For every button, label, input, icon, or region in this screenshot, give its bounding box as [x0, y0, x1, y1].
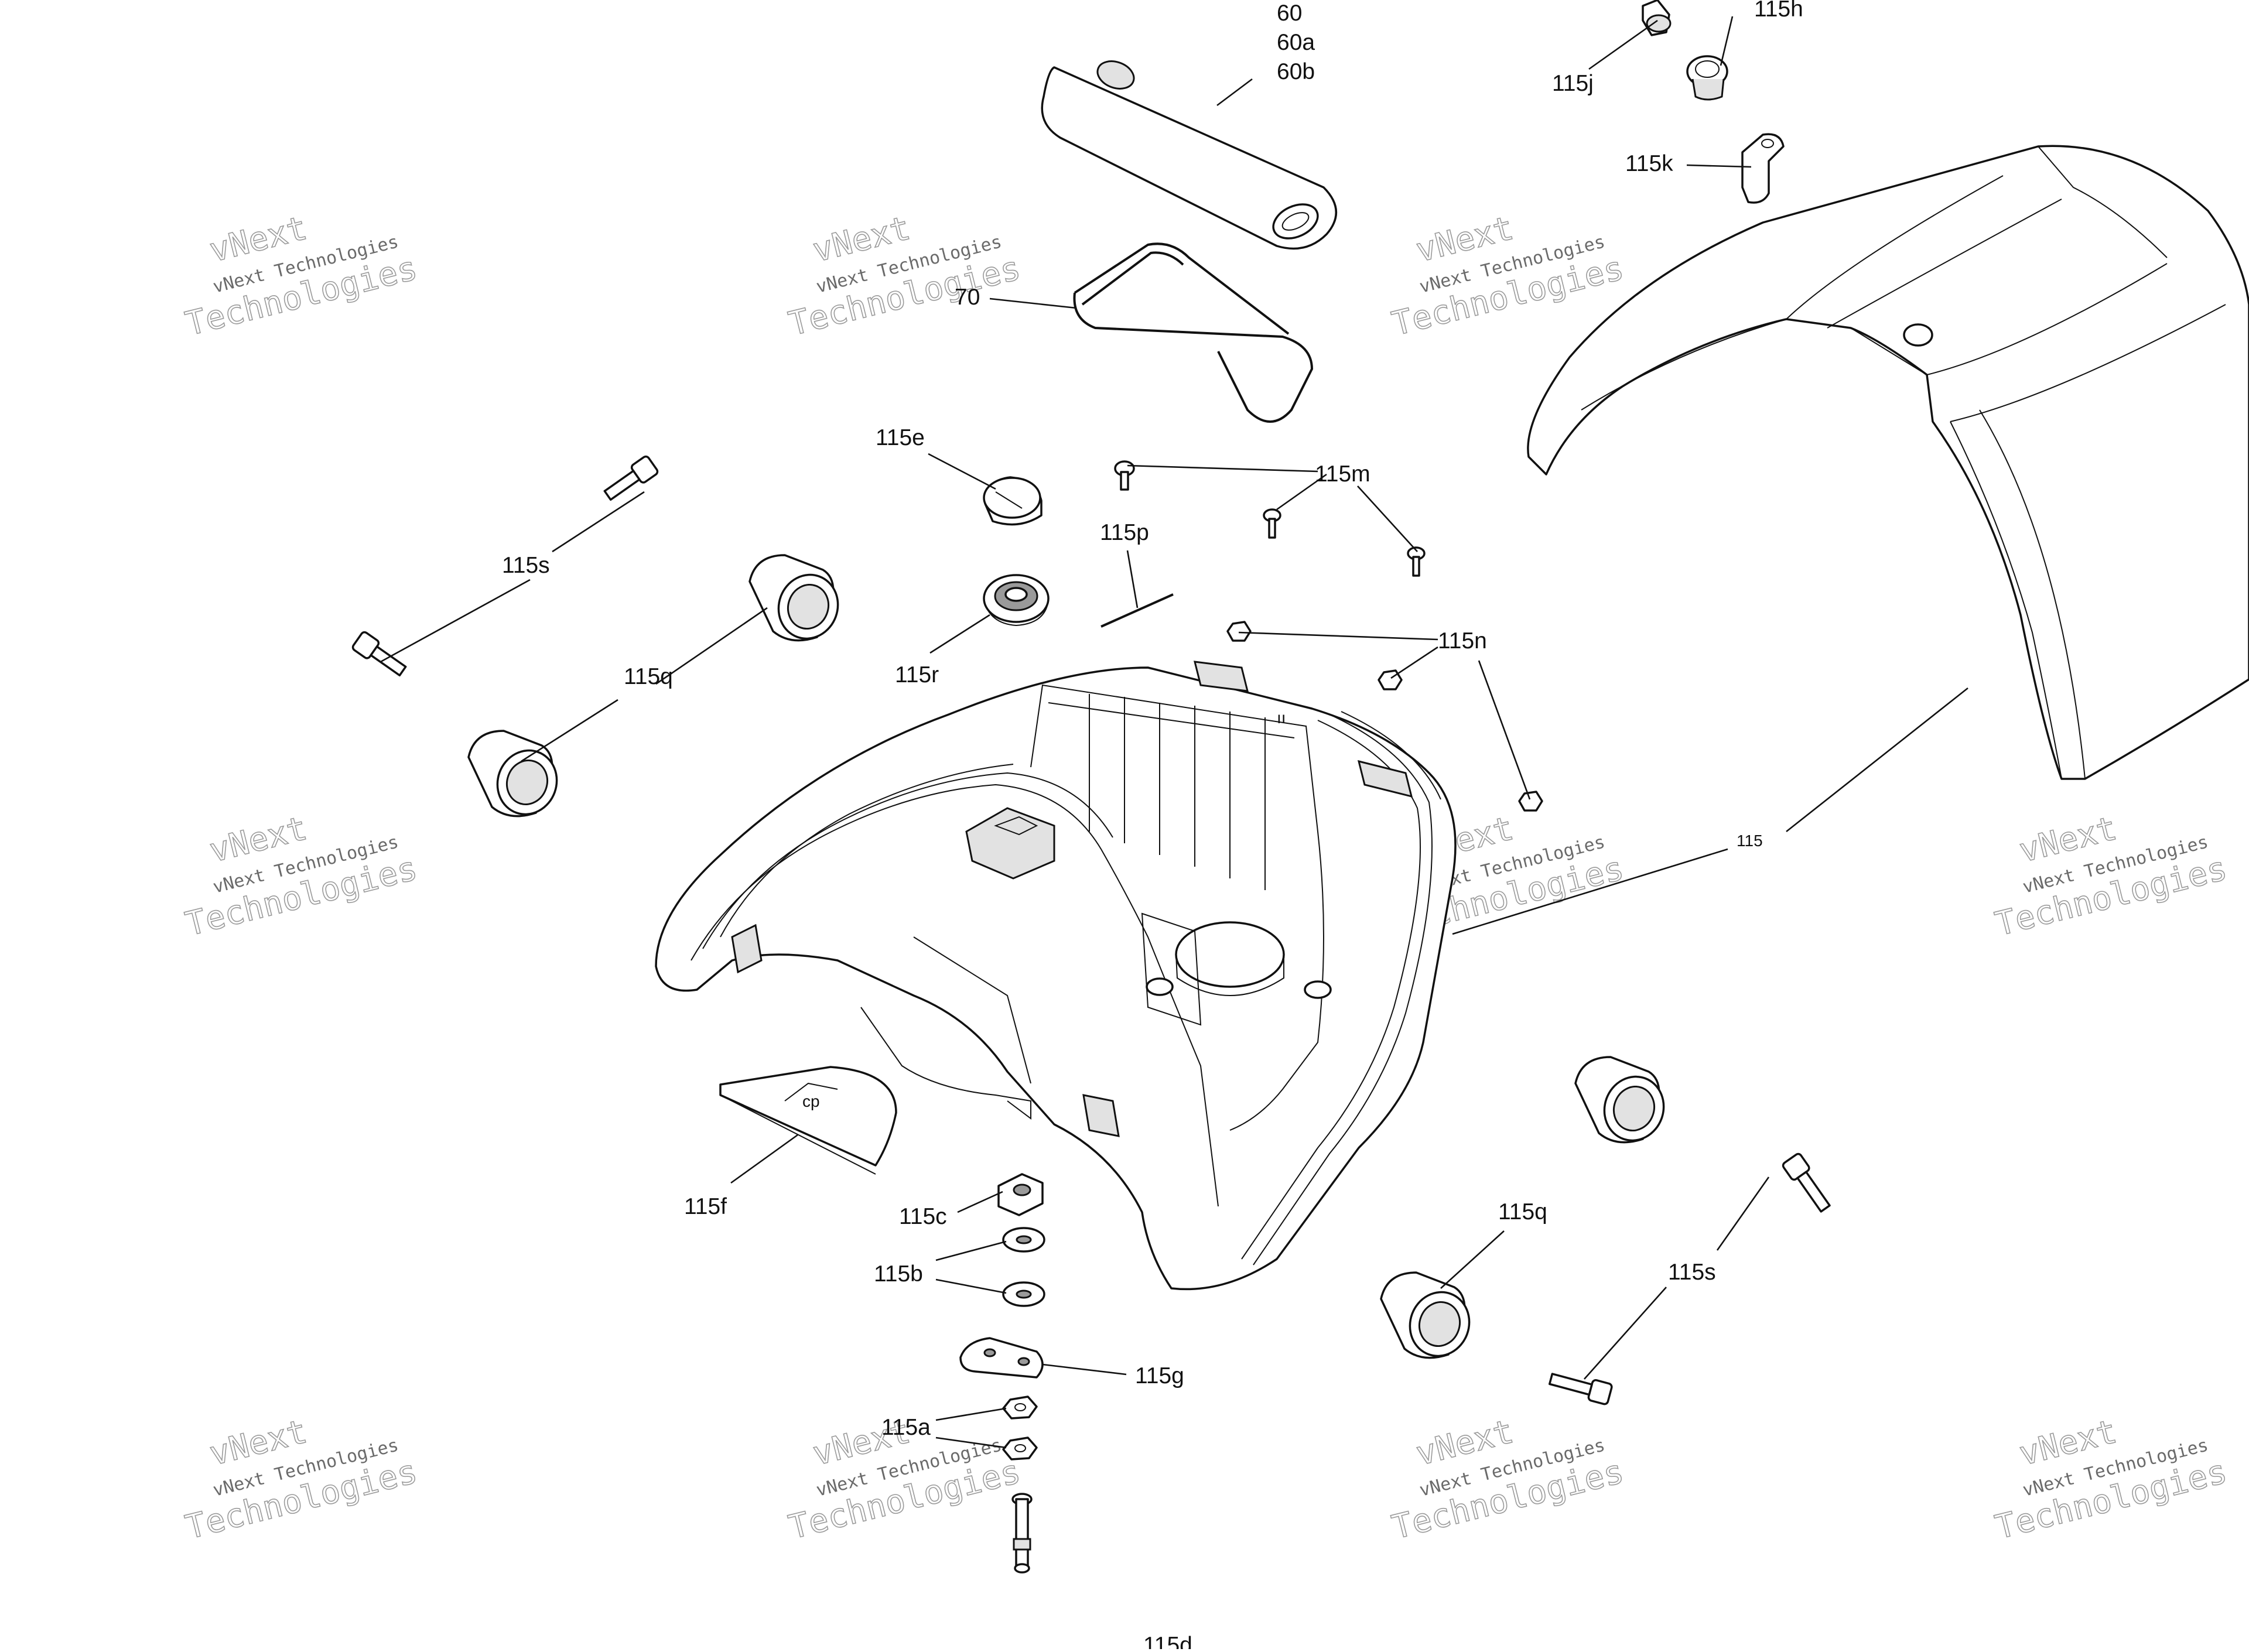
callout-115: 115 — [1737, 832, 1763, 850]
trim-logo: cp — [802, 1092, 820, 1110]
part-115j-plug — [1642, 0, 1672, 36]
callout-60b: 60b — [1277, 59, 1315, 84]
callout-115j: 115j — [1552, 71, 1594, 96]
callout-labels: 60 60a 60b 70 115h 115j 115k 115e 115m 1… — [502, 0, 1803, 1652]
part-115r-grommet — [983, 574, 1050, 627]
callout-115b: 115b — [874, 1261, 923, 1287]
part-115d-stud — [1011, 1493, 1033, 1574]
part-115-seat — [1527, 145, 2249, 780]
part-115-storage-bin: ıı — [655, 661, 1457, 1291]
callout-115m: 115m — [1315, 461, 1370, 487]
part-60-grip-pad — [1041, 60, 1337, 250]
part-115p-strip — [1100, 593, 1174, 628]
part-115k-bracket — [1741, 133, 1785, 204]
part-115q-bushings-right — [1380, 1056, 1665, 1359]
watermark: vNext vNext Technologies Technologies — [785, 1412, 1025, 1547]
callout-115q-bottom: 115q — [1498, 1199, 1547, 1225]
part-70-wire-clip — [1073, 242, 1314, 423]
callout-115c: 115c — [899, 1204, 947, 1229]
callout-115f: 115f — [684, 1194, 727, 1219]
part-115a-nuts — [1002, 1396, 1038, 1461]
callout-115e: 115e — [876, 425, 925, 450]
embossed-mark: ıı — [1277, 709, 1286, 727]
part-115b-washers — [1002, 1227, 1045, 1307]
watermark: vNext vNext Technologies Technologies — [1388, 208, 1628, 344]
part-115c-clip-nut — [997, 1173, 1044, 1216]
callout-115q-top: 115q — [624, 664, 673, 689]
callout-115s-bottom: 115s — [1668, 1260, 1716, 1285]
watermark: vNext vNext Technologies Technologies — [182, 809, 422, 944]
callout-60: 60 — [1277, 1, 1302, 26]
part-115s-bolts-right — [1548, 1152, 1831, 1405]
callout-115k: 115k — [1625, 151, 1673, 176]
watermark: vNext vNext Technologies Technologies — [1991, 809, 2231, 944]
callout-70: 70 — [955, 285, 980, 310]
callout-115r: 115r — [895, 662, 939, 688]
part-115f-trim-panel: cp — [719, 1066, 897, 1175]
watermark: vNext vNext Technologies Technologies — [1388, 1412, 1628, 1547]
watermark: vNext vNext Technologies Technologies — [182, 1412, 422, 1547]
callout-115a: 115a — [881, 1415, 931, 1440]
watermark: vNext vNext Technologies Technologies — [1991, 1412, 2231, 1547]
part-115e-cap — [983, 476, 1043, 526]
part-115s-bolts-left — [351, 455, 659, 677]
callout-115h: 115h — [1754, 0, 1803, 22]
callout-115g: 115g — [1135, 1363, 1184, 1388]
callout-60a: 60a — [1277, 30, 1315, 55]
callout-115d: 115d — [1143, 1633, 1192, 1649]
watermark: vNext vNext Technologies Technologies — [182, 208, 422, 344]
leader-lines — [380, 16, 1968, 1449]
part-115h-valve — [1686, 55, 1728, 101]
part-115m-screws — [1114, 460, 1426, 577]
callout-115n: 115n — [1438, 628, 1487, 654]
callout-115s-top: 115s — [502, 553, 550, 578]
part-115q-bushings-left — [467, 554, 839, 818]
callout-115p: 115p — [1100, 520, 1149, 545]
part-115g-bracket — [959, 1337, 1044, 1379]
watermark: vNext vNext Technologies Technologies — [785, 208, 1025, 344]
